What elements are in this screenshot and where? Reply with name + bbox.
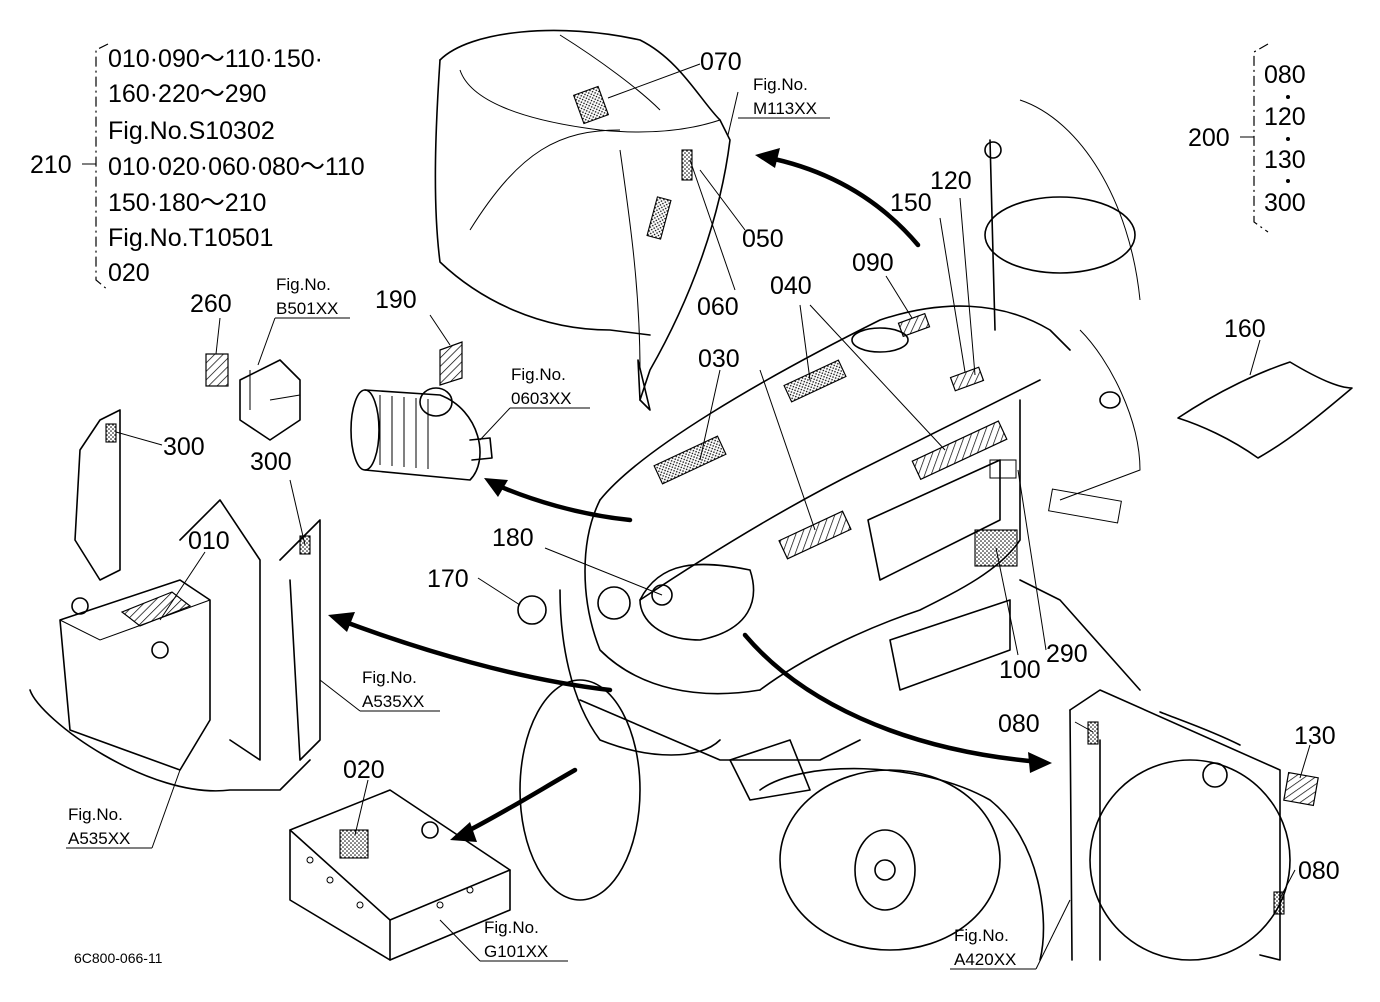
direction-arrows — [328, 148, 1052, 842]
air-cleaner-drawing — [350, 341, 493, 481]
list-line-4: 010·020·060·080～110 — [108, 153, 365, 181]
fig-ref-a535-upper-code: A535XX — [362, 692, 424, 711]
callout-050: 050 — [742, 225, 784, 253]
fig-ref-m113-label: Fig.No. — [753, 75, 808, 94]
right-reference-list: 200 080 120 130 300 — [1188, 43, 1306, 233]
callout-300-left: 300 — [163, 433, 205, 461]
callout-070: 070 — [700, 48, 742, 76]
callout-030: 030 — [698, 345, 740, 373]
callout-150: 150 — [890, 189, 932, 217]
list-line-1: 010·090～110·150· — [108, 45, 323, 73]
fig-ref-g101-code: G101XX — [484, 942, 548, 961]
fig-ref-a420-code: A420XX — [954, 950, 1016, 969]
fig-ref-g101-label: Fig.No. — [484, 918, 539, 937]
callout-numbers: 070 050 060 040 030 090 150 120 160 260 … — [163, 48, 1340, 885]
callout-100: 100 — [999, 656, 1041, 684]
callout-170: 170 — [427, 565, 469, 593]
radiator-shroud-drawing — [1069, 689, 1319, 961]
callout-300-right: 300 — [250, 448, 292, 476]
callout-260: 260 — [190, 290, 232, 318]
callout-290: 290 — [1046, 640, 1088, 668]
callout-130: 130 — [1294, 722, 1336, 750]
fig-ref-0603-code: 0603XX — [511, 389, 572, 408]
fig-ref-a535-upper-label: Fig.No. — [362, 668, 417, 687]
callout-060: 060 — [697, 293, 739, 321]
fig-ref-a535-lower-code: A535XX — [68, 829, 130, 848]
fig-ref-a420-label: Fig.No. — [954, 926, 1009, 945]
hood-drawing — [434, 29, 731, 411]
mat-drawing — [1177, 361, 1353, 459]
battery-drawing — [29, 409, 321, 792]
right-list-line-4: 300 — [1264, 189, 1306, 217]
callout-120: 120 — [930, 167, 972, 195]
fig-ref-b501-code: B501XX — [276, 299, 338, 318]
fig-ref-a535-lower-label: Fig.No. — [68, 805, 123, 824]
bracket-drawing — [205, 353, 301, 441]
right-list-line-3: 130 — [1264, 146, 1306, 174]
callout-040: 040 — [770, 272, 812, 300]
fig-ref-m113-code: M113XX — [753, 99, 817, 118]
list-line-3: Fig.No.S10302 — [108, 117, 275, 145]
list-ref-210: 210 — [30, 151, 72, 179]
callout-010: 010 — [188, 527, 230, 555]
left-reference-list: 210 010·090～110·150· 160·220～290 Fig.No.… — [30, 43, 365, 291]
right-list-line-2: 120 — [1264, 103, 1306, 131]
callout-160: 160 — [1224, 315, 1266, 343]
callout-080-upper: 080 — [998, 710, 1040, 738]
tractor-body-drawing — [517, 99, 1141, 961]
callout-020: 020 — [343, 756, 385, 784]
right-list-line-1: 080 — [1264, 61, 1306, 89]
front-frame-drawing — [289, 789, 511, 961]
list-line-7: 020 — [108, 259, 150, 287]
leader-lines — [66, 63, 1311, 970]
list-line-5: 150·180～210 — [108, 189, 266, 217]
callout-180: 180 — [492, 524, 534, 552]
list-line-2: 160·220～290 — [108, 80, 266, 108]
callout-190: 190 — [375, 286, 417, 314]
fig-ref-0603-label: Fig.No. — [511, 365, 566, 384]
callout-080-lower: 080 — [1298, 857, 1340, 885]
fig-ref-b501-label: Fig.No. — [276, 275, 331, 294]
callout-090: 090 — [852, 249, 894, 277]
list-ref-200: 200 — [1188, 124, 1230, 152]
list-line-6: Fig.No.T10501 — [108, 224, 273, 252]
drawing-code: 6C800-066-11 — [74, 950, 163, 966]
figure-references: Fig.No. M113XX Fig.No. B501XX Fig.No. 06… — [68, 75, 1016, 969]
